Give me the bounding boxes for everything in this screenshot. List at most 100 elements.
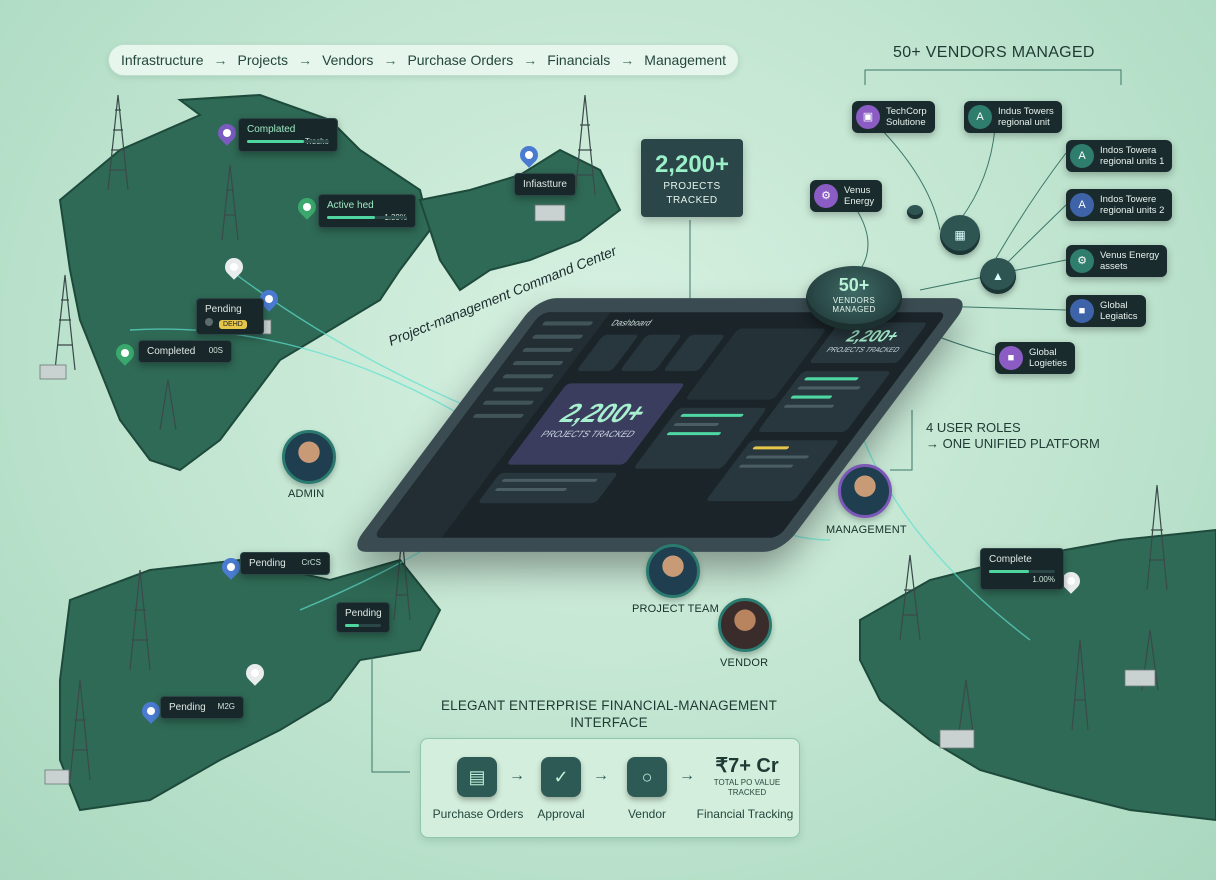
po-value-block: ₹7+ Cr TOTAL PO VALUE TRACKED <box>699 753 795 798</box>
status-label: Complated <box>247 124 296 135</box>
truck-icon: ■ <box>999 346 1023 370</box>
vendors-managed-hub[interactable]: 50+ VENDORS MANAGED <box>806 266 902 330</box>
sidebar-item[interactable] <box>492 387 545 392</box>
status-tag-completed[interactable]: Complated Trsche <box>238 118 338 152</box>
vendor-sub: Energy <box>844 196 875 207</box>
avatar-management[interactable] <box>838 464 892 518</box>
projects-tracked-card[interactable]: 2,200+ PROJECTS TRACKED <box>641 139 743 217</box>
sidebar-item[interactable] <box>482 400 535 405</box>
purchase-order-icon[interactable]: ▤ <box>457 757 497 797</box>
vendor-name: Global <box>1100 300 1128 311</box>
status-tag-pending-bl1[interactable]: Pending CrCS <box>240 552 330 575</box>
vendor-sub: regional units 2 <box>1100 205 1165 216</box>
equipment-shelter-icon <box>44 769 70 785</box>
sidebar-item[interactable] <box>501 374 555 379</box>
status-label: Pending <box>249 558 286 569</box>
map-region-top-left <box>58 93 432 472</box>
cell-tower-icon <box>129 569 151 671</box>
approval-check-icon[interactable]: ✓ <box>541 757 581 797</box>
status-label: Pending <box>205 304 242 315</box>
truck-icon: ■ <box>1070 299 1094 323</box>
breadcrumb-arrow-icon: → <box>298 52 313 68</box>
progress-bar <box>247 140 329 143</box>
arrow-right-icon: → <box>593 767 609 784</box>
cell-tower-icon <box>54 274 76 371</box>
vendor-sub: assets <box>1100 261 1128 272</box>
avatar-admin[interactable] <box>282 430 336 484</box>
top-kpi-label: PROJECTS TRACKED <box>824 346 901 354</box>
breadcrumb-projects[interactable]: Projects <box>237 52 289 68</box>
breadcrumb-financials[interactable]: Financials <box>547 52 611 68</box>
vendors-hub-line2: MANAGED <box>832 305 876 314</box>
vendor-sub: Logieties <box>1029 358 1068 369</box>
top-kpi-value: 2,200+ <box>841 328 904 346</box>
role-label-project-team: PROJECT TEAM <box>632 603 719 615</box>
hub-node-icon[interactable]: ▲ <box>980 258 1016 294</box>
status-tag-active[interactable]: Active hed 1.30% <box>318 194 416 228</box>
list-card[interactable] <box>477 472 619 504</box>
vendor-sub: Solutione <box>886 117 926 128</box>
vendor-coins-icon[interactable]: ○ <box>627 757 667 797</box>
status-tag-completed-left[interactable]: Completed 00S <box>138 340 232 363</box>
status-label: Infiastture <box>523 179 567 190</box>
vendor-name: Indus Towers <box>998 106 1054 117</box>
avatar-project-team[interactable] <box>646 544 700 598</box>
step-vendor: Vendor <box>627 807 667 821</box>
financial-tracking-label: Financial Tracking <box>696 807 794 821</box>
status-value: M2G <box>217 702 235 711</box>
vendor-name: Venus <box>844 185 871 196</box>
po-value-sub-line2: TRACKED <box>727 788 767 797</box>
vendor-name: TechCorp <box>886 106 927 117</box>
vendor-name: Global <box>1029 347 1057 358</box>
hero-kpi-label: PROJECTS TRACKED <box>538 429 638 440</box>
status-label: Complete <box>989 554 1032 565</box>
arrow-right-icon: → <box>509 767 525 784</box>
breadcrumb-management[interactable]: Management <box>644 52 727 68</box>
cell-tower-icon <box>221 164 239 241</box>
breadcrumb-vendors[interactable]: Vendors <box>322 52 374 68</box>
breadcrumb-arrow-icon: → <box>213 52 228 68</box>
sidebar-item[interactable] <box>531 334 584 339</box>
breadcrumb-arrow-icon: → <box>620 52 635 68</box>
breadcrumb-arrow-icon: → <box>523 52 538 68</box>
breadcrumb-infrastructure[interactable]: Infrastructure <box>121 52 204 68</box>
cell-tower-icon <box>1146 484 1168 591</box>
vendor-sub: regional units 1 <box>1100 156 1165 167</box>
hero-kpi-value: 2,200+ <box>553 397 656 429</box>
cell-tower-icon <box>159 379 177 431</box>
status-tag-complete-right[interactable]: Complete 1.00% <box>980 548 1064 590</box>
status-tag-pending-bl2[interactable]: Pending <box>336 602 390 633</box>
step-approval: Approval <box>537 807 585 821</box>
role-label-management: MANAGEMENT <box>826 524 907 536</box>
finance-title-line2: INTERFACE <box>570 715 648 730</box>
dashboard-label: Dashboard <box>608 318 655 328</box>
vendor-name: Indos Towere <box>1100 194 1157 205</box>
step-purchase-orders: Purchase Orders <box>432 807 524 821</box>
progress-bar <box>989 570 1055 573</box>
vendors-heading: 50+ VENDORS MANAGED <box>893 44 1095 61</box>
sidebar-item[interactable] <box>541 321 594 326</box>
building-hub-icon[interactable]: ▦ <box>940 215 980 255</box>
breadcrumb-purchase-orders[interactable]: Purchase Orders <box>407 52 514 68</box>
status-tag-pending-bl3[interactable]: Pending M2G <box>160 696 244 719</box>
status-value: 00S <box>208 346 223 355</box>
status-tag-pending[interactable]: Pending DEHD <box>196 298 264 335</box>
tower-icon: A <box>968 105 992 129</box>
sidebar-item[interactable] <box>472 413 525 418</box>
role-label-admin: ADMIN <box>288 488 325 500</box>
avatar-vendor[interactable] <box>718 598 772 652</box>
vendor-sub: regional unit <box>998 117 1050 128</box>
tower-icon: A <box>1070 193 1094 217</box>
tower-icon: A <box>1070 144 1094 168</box>
sidebar-item[interactable] <box>511 361 565 366</box>
status-tag-infrastructure[interactable]: Infiastture <box>514 173 576 196</box>
sidebar-item[interactable] <box>521 347 574 352</box>
